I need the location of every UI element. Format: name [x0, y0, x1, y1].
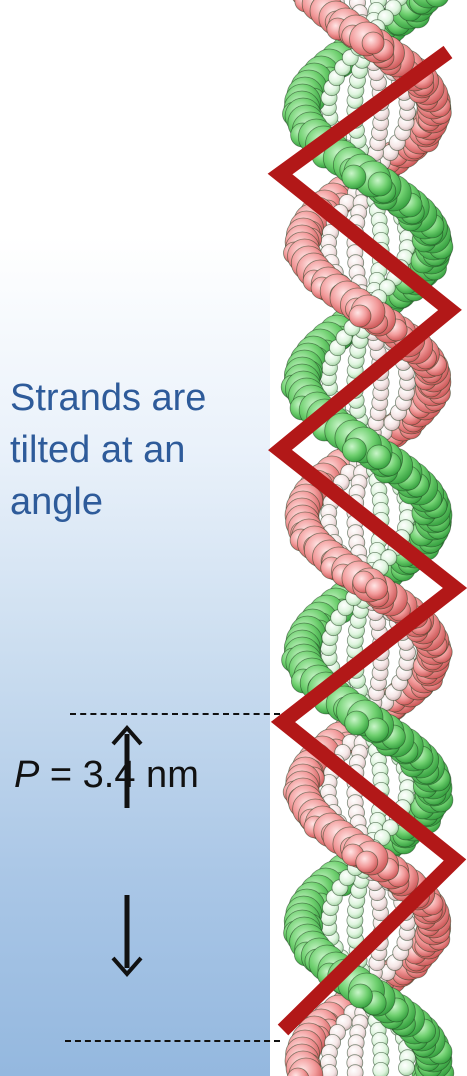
arrow-down-icon [113, 895, 141, 974]
arrow-up-icon [113, 728, 141, 808]
